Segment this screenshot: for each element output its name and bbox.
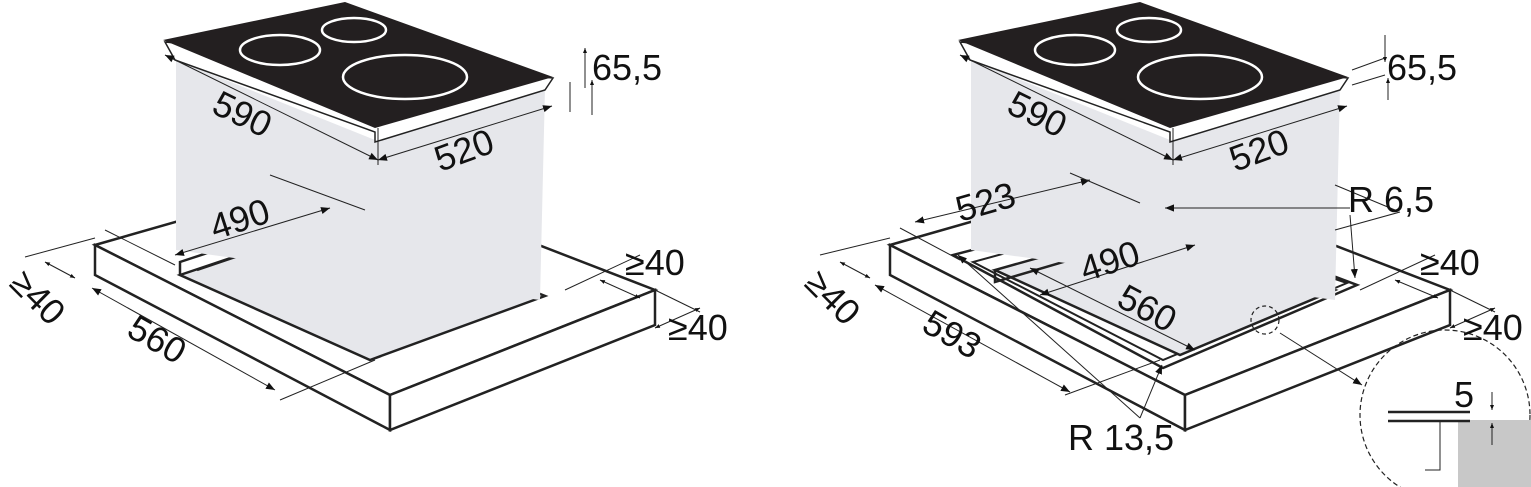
- outer-radius-label: R 13,5: [1068, 417, 1174, 458]
- clearance-back-label: ≥40: [1420, 242, 1480, 283]
- hob-height-label: 65,5: [1387, 47, 1457, 88]
- left-figure: 65,5 590 520 490 560 ≥40 ≥40 ≥40: [2, 2, 728, 432]
- rebate-detail: 5: [1359, 329, 1531, 487]
- clearance-right-label: ≥40: [668, 307, 728, 348]
- detail-marker: [1250, 305, 1280, 335]
- right-figure: 5 65,5 590 520 523 R 6,5 490 560 593 R 1…: [797, 2, 1531, 487]
- rebate-depth-label: 5: [1454, 374, 1474, 415]
- hob-height-label: 65,5: [592, 47, 662, 88]
- clearance-left-label: ≥40: [797, 262, 868, 333]
- clearance-right-label: ≥40: [1463, 307, 1523, 348]
- clearance-back-label: ≥40: [625, 242, 685, 283]
- inner-radius-label: R 6,5: [1348, 179, 1434, 220]
- clearance-left-label: ≥40: [2, 262, 73, 333]
